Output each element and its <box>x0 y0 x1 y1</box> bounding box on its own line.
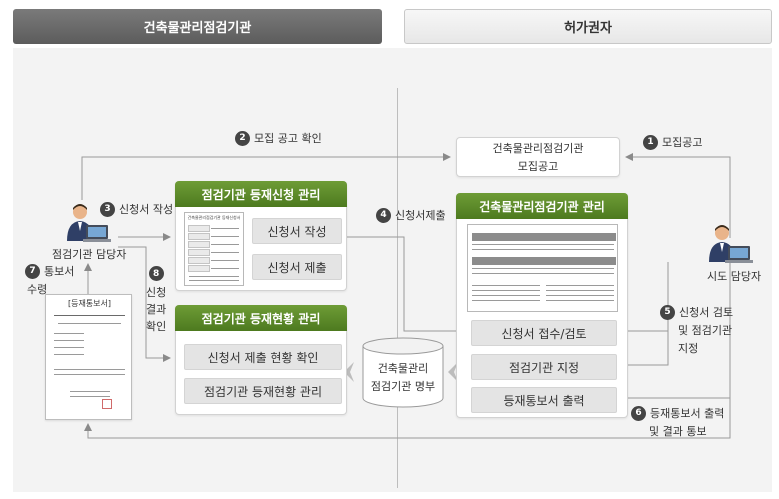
step-badge: 7 <box>25 263 40 279</box>
step-3-label: 3 신청서 작성 <box>100 201 173 217</box>
agency-list-thumbnail <box>467 224 618 312</box>
inspector-actor <box>64 203 114 249</box>
step-badge: 3 <box>100 201 115 217</box>
step-7-label: 7 통보서 수령 <box>25 263 75 296</box>
database-label: 건축물관리 점검기관 명부 <box>370 362 436 393</box>
step-5-label: 5 신청서 검토 및 점검기관 지정 <box>660 304 733 356</box>
step-badge: 8 <box>148 266 164 281</box>
submit-application-button[interactable]: 신청서 제출 <box>252 254 342 280</box>
designate-agency-button[interactable]: 점검기관 지정 <box>471 354 617 380</box>
panel-title: 점검기관 등재현황 관리 <box>175 305 347 331</box>
check-submission-status-button[interactable]: 신청서 제출 현황 확인 <box>184 344 342 370</box>
step-2-label: 2 모집 공고 확인 <box>235 130 322 146</box>
registration-apply-panel: 점검기관 등재신청 관리 건축물관리점검기관 등재신청서 신청서 작성 신청서 … <box>175 181 347 291</box>
manage-registration-status-button[interactable]: 점검기관 등재현황 관리 <box>184 378 342 404</box>
agency-registry-database: 건축물관리 점검기관 명부 <box>360 336 446 410</box>
registration-status-panel: 점검기관 등재현황 관리 신청서 제출 현황 확인 점검기관 등재현황 관리 <box>175 305 347 415</box>
step-8-label: 8 신청 결과 확인 <box>146 266 166 334</box>
diagram-background <box>13 48 772 492</box>
print-notice-button[interactable]: 등재통보서 출력 <box>471 387 617 413</box>
step-badge: 5 <box>660 304 675 320</box>
database-cylinder-icon <box>362 337 444 408</box>
city-official-actor <box>706 224 756 270</box>
panel-title: 점검기관 등재신청 관리 <box>175 181 347 207</box>
document-title: [등재통보서] <box>67 299 112 308</box>
write-application-button[interactable]: 신청서 작성 <box>252 218 342 244</box>
city-official-label: 시도 담당자 <box>707 270 762 283</box>
step-badge: 4 <box>376 207 391 223</box>
person-with-laptop-icon <box>67 204 111 242</box>
step-1-label: 1 모집공고 <box>643 134 702 150</box>
step-badge: 6 <box>631 405 646 421</box>
seal-stamp-icon <box>102 399 112 409</box>
header-inspection-agency: 건축물관리점검기관 <box>13 9 382 44</box>
step-badge: 2 <box>235 130 250 146</box>
registration-notice-document: [등재통보서] <box>45 294 132 420</box>
inspector-label: 점검기관 담당자 <box>52 248 127 261</box>
step-6-label: 6 등재통보서 출력 및 결과 통보 <box>631 405 724 439</box>
panel-title: 건축물관리점검기관 관리 <box>456 193 628 219</box>
form-title: 건축물관리점검기관 등재신청서 <box>187 215 241 220</box>
person-with-laptop-icon <box>709 225 753 263</box>
recruitment-notice-box: 건축물관리점검기관 모집공고 <box>456 137 620 177</box>
step-badge: 1 <box>643 134 658 150</box>
application-form-thumbnail: 건축물관리점검기관 등재신청서 <box>184 212 244 286</box>
header-permit-authority: 허가권자 <box>404 9 772 44</box>
receive-review-button[interactable]: 신청서 접수/검토 <box>471 320 617 346</box>
column-divider <box>397 88 398 488</box>
agency-admin-panel: 건축물관리점검기관 관리 신청서 접수/검토 점검기관 지정 등재통보서 출력 <box>456 193 628 418</box>
step-4-label: 4 신청서제출 <box>376 207 446 223</box>
